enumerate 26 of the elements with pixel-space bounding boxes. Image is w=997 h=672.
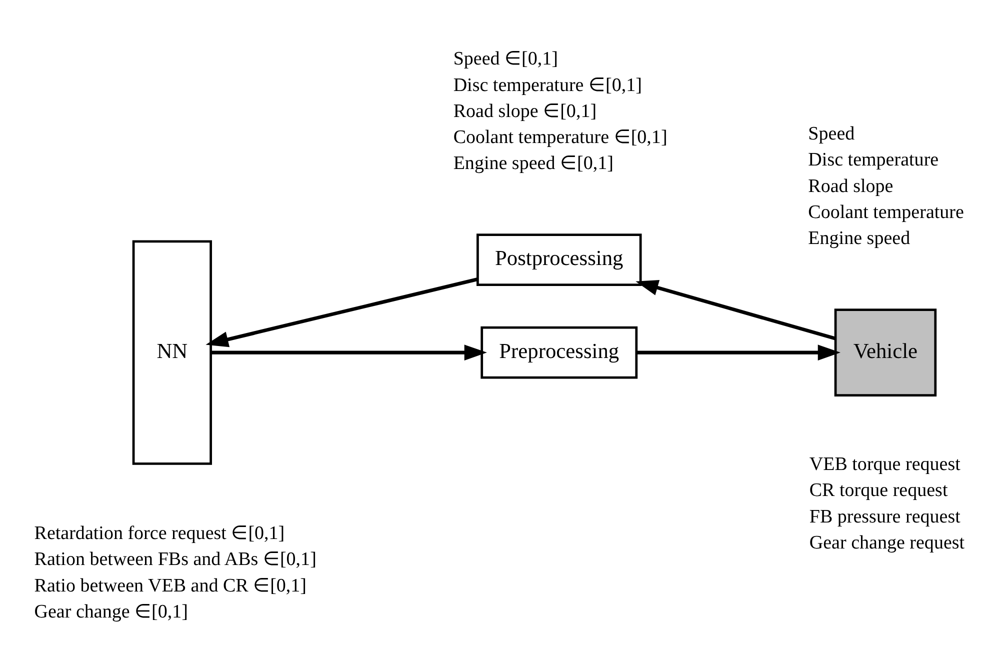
label: Coolant temperature ∈[0,1] bbox=[453, 126, 668, 148]
node-box: Postprocessing bbox=[476, 233, 642, 286]
label: CR torque request bbox=[809, 480, 948, 501]
label: Coolant temperature bbox=[808, 201, 964, 222]
label: Road slope ∈[0,1] bbox=[453, 100, 597, 122]
label: Road slope bbox=[808, 175, 894, 196]
node-box: Preprocessing bbox=[480, 326, 638, 378]
label: Disc temperature ∈[0,1] bbox=[453, 74, 642, 96]
label: Gear change request bbox=[809, 532, 965, 553]
label: VEB torque request bbox=[809, 454, 960, 475]
label: Disc temperature bbox=[808, 149, 939, 170]
arrow bbox=[636, 344, 840, 360]
arrow bbox=[206, 276, 478, 347]
label: Ratio between VEB and CR ∈[0,1] bbox=[34, 574, 307, 596]
node-box: Vehicle bbox=[834, 308, 937, 396]
label: Engine speed ∈[0,1] bbox=[453, 152, 614, 174]
label: Engine speed bbox=[808, 228, 910, 249]
node-box: NN bbox=[132, 240, 212, 464]
label: Speed bbox=[808, 123, 855, 144]
label: Speed ∈[0,1] bbox=[453, 48, 558, 70]
arrow bbox=[636, 279, 836, 340]
arrow bbox=[210, 344, 487, 360]
label: Retardation force request ∈[0,1] bbox=[34, 522, 285, 544]
label: Gear change ∈[0,1] bbox=[34, 600, 188, 622]
label: Ration between FBs and ABs ∈[0,1] bbox=[34, 548, 316, 570]
label: FB pressure request bbox=[809, 506, 960, 527]
